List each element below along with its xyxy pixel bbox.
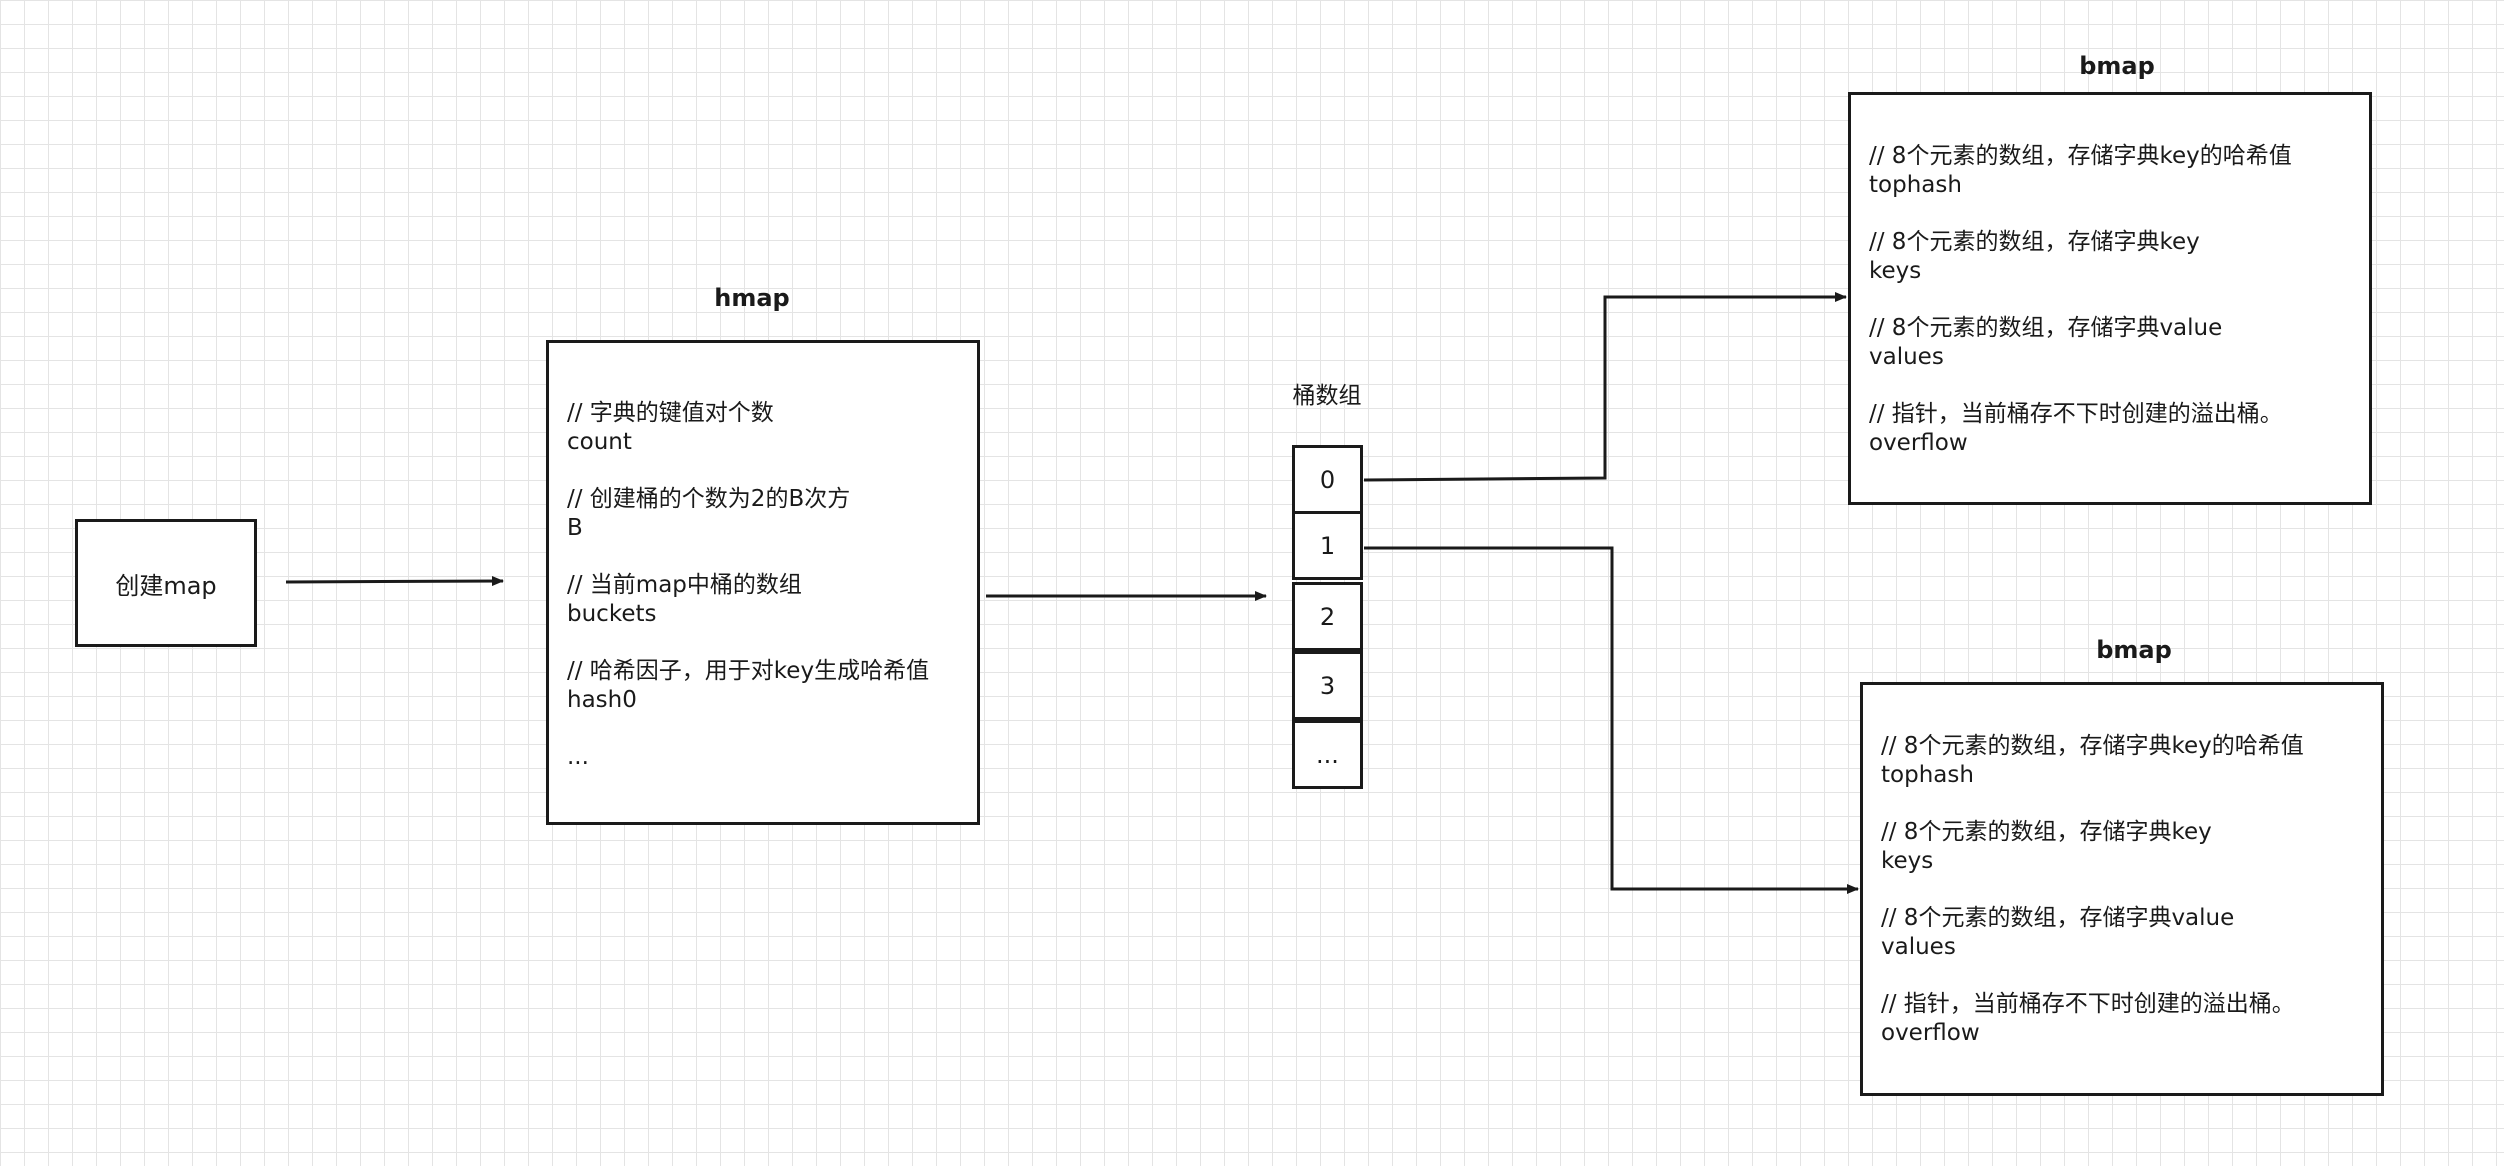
hmap-field: // 当前map中桶的数组 buckets: [567, 571, 929, 629]
field-comment: // 创建桶的个数为2的B次方: [567, 486, 851, 512]
hmap-field-ellipsis: ...: [567, 743, 929, 772]
bmap-title: bmap: [2079, 52, 2155, 80]
bucket-cell: 3: [1292, 651, 1363, 720]
arrow-create-to-hmap: [285, 576, 504, 587]
bmap-field: // 8个元素的数组，存储字典key的哈希值 tophash: [1869, 142, 2292, 200]
field-name: buckets: [567, 601, 657, 627]
field-comment: // 当前map中桶的数组: [567, 572, 802, 598]
field-comment: // 字典的键值对个数: [567, 400, 774, 426]
field-name: values: [1869, 344, 1944, 370]
bucket-cell-label: 0: [1319, 465, 1336, 494]
field-name: keys: [1881, 848, 1934, 874]
field-name: keys: [1869, 258, 1922, 284]
hmap-field: // 哈希因子，用于对key生成哈希值 hash0: [567, 657, 929, 715]
field-comment: // 8个元素的数组，存储字典value: [1881, 905, 2235, 931]
bucket-cell: ...: [1292, 720, 1363, 789]
bmap-field: // 8个元素的数组，存储字典key的哈希值 tophash: [1881, 732, 2304, 790]
bucket-cell-label: ...: [1316, 740, 1339, 769]
hmap-title: hmap: [714, 284, 790, 312]
create-map-node: 创建map: [75, 519, 257, 647]
bmap-field: // 8个元素的数组，存储字典key keys: [1881, 818, 2304, 876]
field-comment: // 8个元素的数组，存储字典key的哈希值: [1869, 143, 2292, 169]
bmap-field-list: // 8个元素的数组，存储字典key的哈希值 tophash // 8个元素的数…: [1881, 732, 2304, 1048]
field-comment: // 8个元素的数组，存储字典key: [1869, 229, 2200, 255]
field-comment: // 8个元素的数组，存储字典key: [1881, 819, 2212, 845]
field-name: overflow: [1881, 1020, 1980, 1046]
bmap-box: // 8个元素的数组，存储字典key的哈希值 tophash // 8个元素的数…: [1860, 682, 2384, 1096]
field-comment: // 8个元素的数组，存储字典key的哈希值: [1881, 733, 2304, 759]
field-name: count: [567, 429, 632, 455]
bucket-cell: 0: [1292, 445, 1363, 514]
bucket-cell-label: 1: [1319, 531, 1336, 560]
field-name: ...: [567, 744, 589, 770]
arrow-bucket0-to-bmap1: [1363, 292, 1847, 482]
bucket-cell-label: 2: [1319, 602, 1336, 631]
bmap-field-list: // 8个元素的数组，存储字典key的哈希值 tophash // 8个元素的数…: [1869, 142, 2292, 458]
field-comment: // 指针，当前桶存不下时创建的溢出桶。: [1881, 991, 2295, 1017]
bucket-array-title: 桶数组: [1292, 383, 1362, 409]
field-name: hash0: [567, 687, 637, 713]
hmap-field-list: // 字典的键值对个数 count // 创建桶的个数为2的B次方 B // 当…: [567, 399, 929, 772]
bmap-box: // 8个元素的数组，存储字典key的哈希值 tophash // 8个元素的数…: [1848, 92, 2372, 505]
field-name: tophash: [1881, 762, 1974, 788]
hmap-box: // 字典的键值对个数 count // 创建桶的个数为2的B次方 B // 当…: [546, 340, 980, 825]
field-name: B: [567, 515, 583, 541]
bmap-field: // 指针，当前桶存不下时创建的溢出桶。 overflow: [1881, 990, 2304, 1048]
field-comment: // 8个元素的数组，存储字典value: [1869, 315, 2223, 341]
bucket-cell: 2: [1292, 582, 1363, 651]
bmap-field: // 8个元素的数组，存储字典value values: [1881, 904, 2304, 962]
field-comment: // 哈希因子，用于对key生成哈希值: [567, 658, 930, 684]
bmap-field: // 8个元素的数组，存储字典value values: [1869, 314, 2292, 372]
bucket-cell-label: 3: [1319, 671, 1336, 700]
field-name: tophash: [1869, 172, 1962, 198]
field-name: overflow: [1869, 430, 1968, 456]
bmap-field: // 8个元素的数组，存储字典key keys: [1869, 228, 2292, 286]
bmap-title: bmap: [2096, 636, 2172, 664]
bucket-cell: 1: [1292, 511, 1363, 580]
field-comment: // 指针，当前桶存不下时创建的溢出桶。: [1869, 401, 2283, 427]
hmap-field: // 字典的键值对个数 count: [567, 399, 929, 457]
hmap-field: // 创建桶的个数为2的B次方 B: [567, 485, 929, 543]
create-map-label: 创建map: [115, 571, 217, 600]
field-name: values: [1881, 934, 1956, 960]
bmap-field: // 指针，当前桶存不下时创建的溢出桶。 overflow: [1869, 400, 2292, 458]
arrow-bucket1-to-bmap2: [1364, 546, 1859, 894]
